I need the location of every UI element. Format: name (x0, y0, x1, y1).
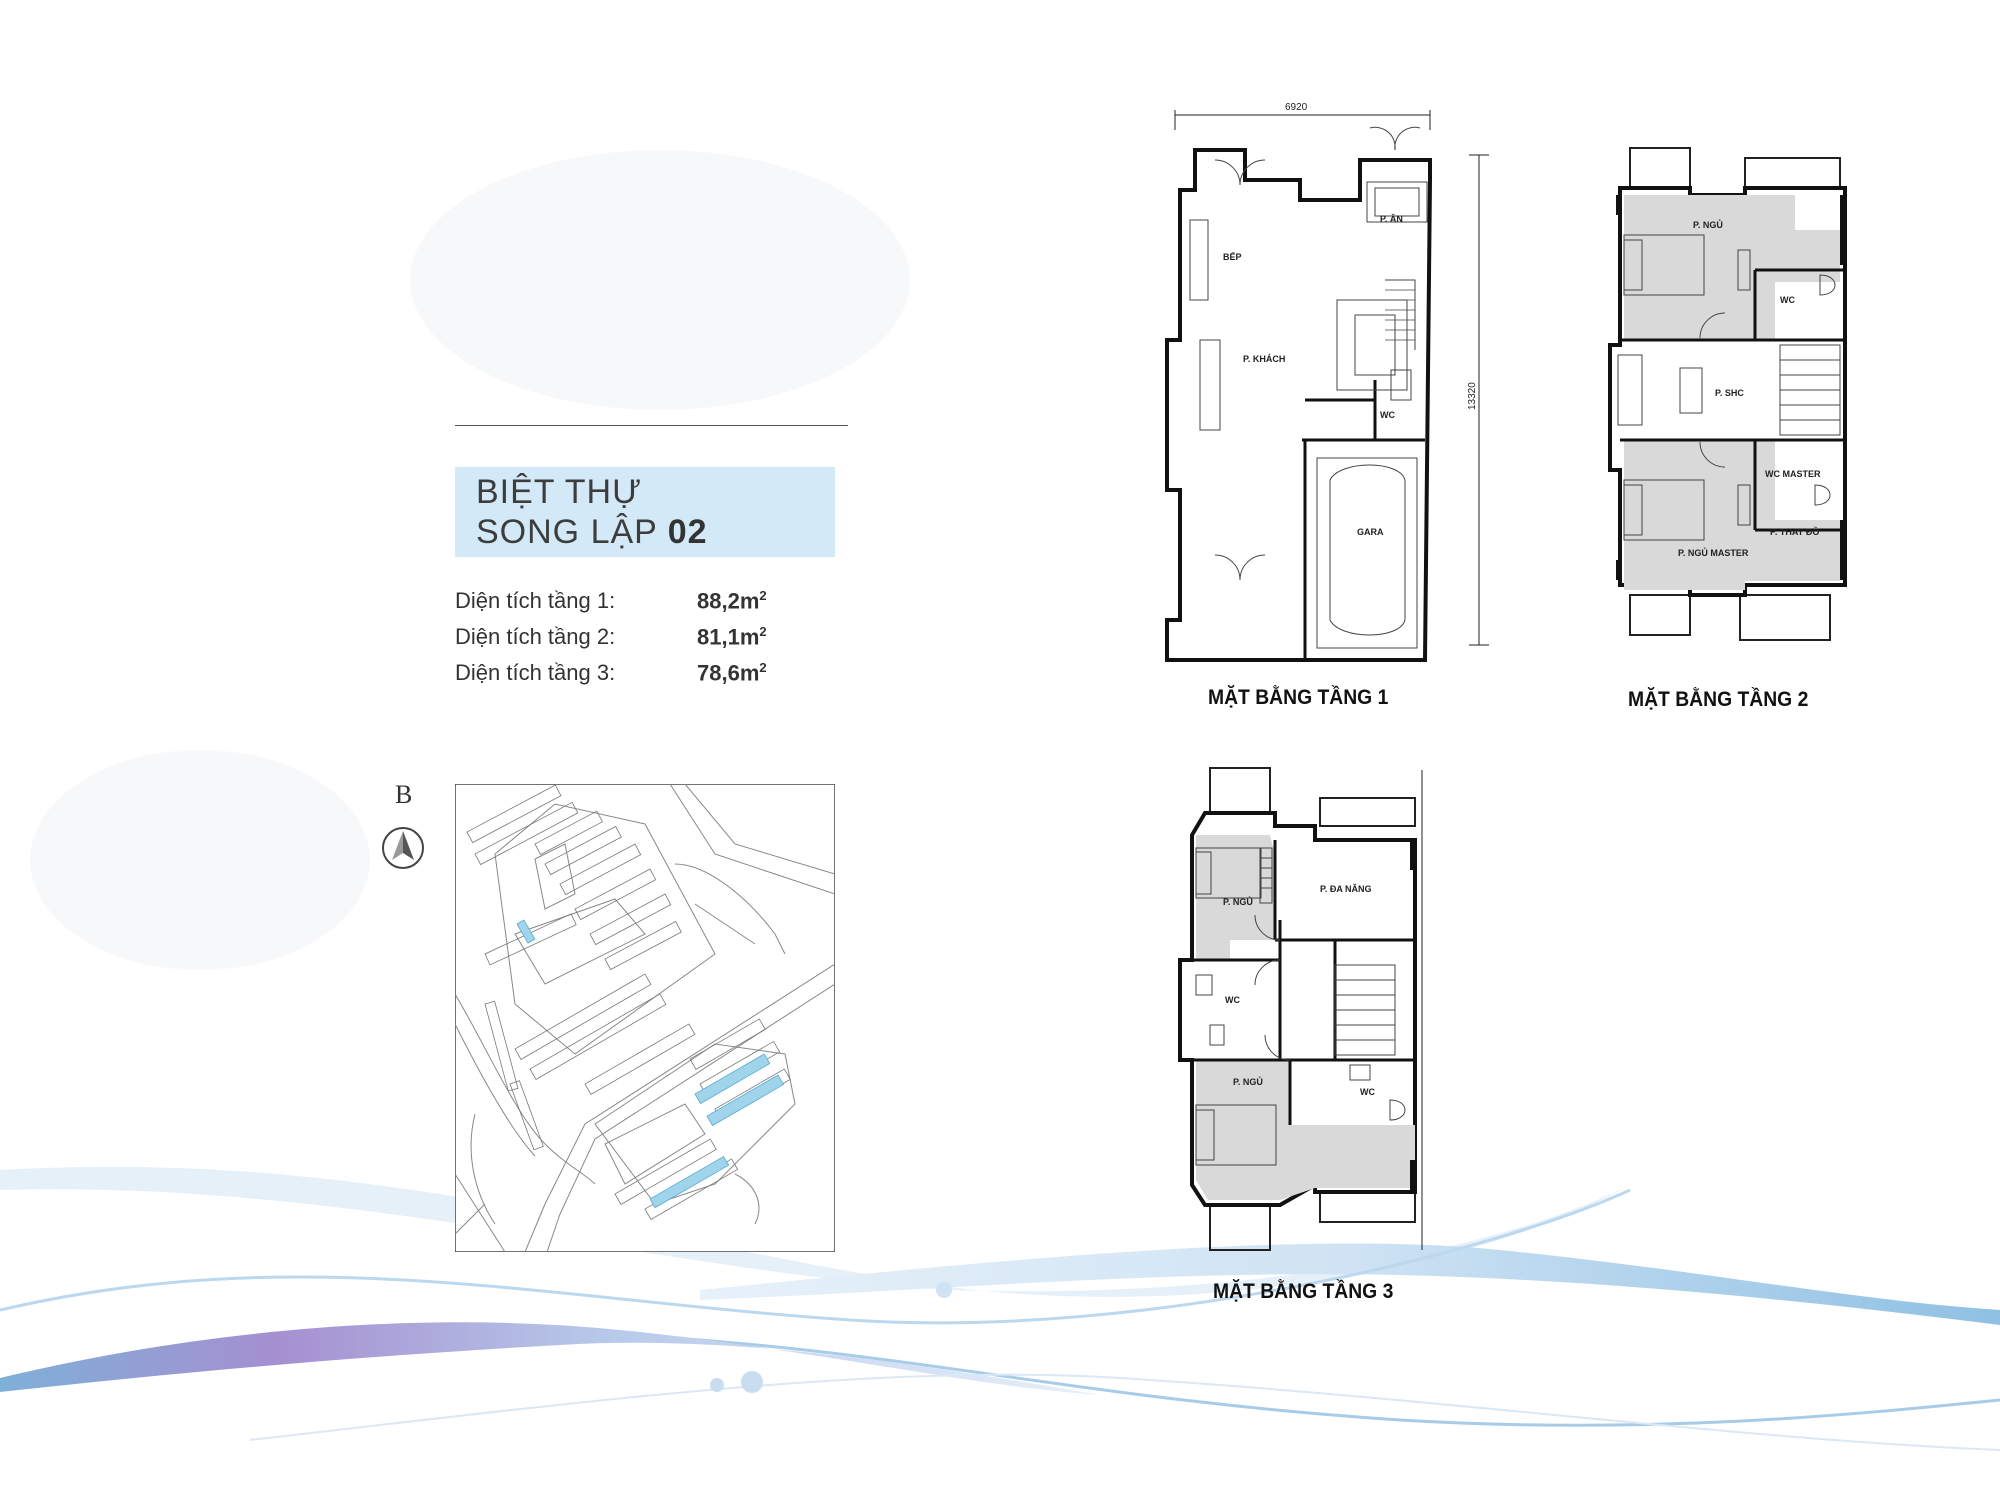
area-value-floor-2: 81,1m2 (697, 624, 767, 650)
area-label-floor-1: Diện tích tầng 1: (455, 588, 616, 613)
room-master-label: P. NGỦ MASTER (1678, 547, 1749, 558)
room-kitchen-label: BẾP (1223, 252, 1242, 262)
room-wc-2-label: WC (1360, 1087, 1375, 1097)
north-letter: B (395, 780, 413, 809)
room-bed-label: P. NGỦ (1693, 219, 1723, 230)
room-wc-1-label: WC (1225, 995, 1240, 1005)
room-multi-label: P. ĐA NĂNG (1320, 884, 1372, 894)
background-cloud (30, 750, 370, 970)
wave-band (0, 1166, 1630, 1297)
floor-1-caption: MẶT BẰNG TẦNG 1 (1208, 686, 1389, 709)
north-arrow-icon (382, 827, 424, 869)
room-wc-master-label: WC MASTER (1765, 469, 1821, 479)
floor-3-caption: MẶT BẰNG TẦNG 3 (1213, 1280, 1394, 1303)
room-garage-label: GARA (1357, 527, 1384, 537)
area-value-floor-3: 78,6m2 (697, 660, 767, 686)
wave-line (0, 1188, 1631, 1325)
wave-line (249, 1373, 2000, 1451)
room-dress-label: P. THAY ĐỒ (1770, 526, 1819, 537)
wave-band (700, 1243, 2000, 1325)
floor-2-caption: MẶT BẰNG TẦNG 2 (1628, 688, 1809, 711)
room-wc-label: WC (1380, 410, 1395, 420)
title-text: SONG LẬP (476, 513, 658, 551)
dim-width: 6920 (1285, 102, 1308, 113)
highlighted-lots (516, 919, 785, 1209)
wave-dot (741, 1371, 763, 1393)
site-plan-map (455, 784, 835, 1252)
wave-band (0, 1322, 1100, 1395)
floor-plan-1: 6920 13320 P. ĂN BẾP P. KHÁCH WC GARA (1165, 102, 1489, 662)
lot-rows (466, 784, 791, 1220)
room-wc-label: WC (1780, 295, 1795, 305)
area-label-floor-2: Diện tích tầng 2: (455, 624, 616, 649)
area-label-floor-3: Diện tích tầng 3: (455, 660, 616, 685)
dim-height: 13320 (1467, 382, 1478, 410)
room-dining-label: P. ĂN (1380, 214, 1403, 224)
floor-plan-3: P. NGỦ P. ĐA NĂNG WC P. NGỦ WC (1178, 767, 1423, 1251)
room-bed-1-label: P. NGỦ (1223, 896, 1253, 907)
wave-dot (936, 1282, 952, 1298)
title-line-1: BIỆT THỰ (476, 473, 643, 511)
title-box: BIỆT THỰ SONG LẬP 02 (455, 467, 835, 557)
area-value-floor-1: 88,2m2 (697, 588, 767, 614)
title-divider (455, 425, 848, 426)
room-living-label: P. KHÁCH (1243, 354, 1285, 364)
room-bed-2-label: P. NGỦ (1233, 1076, 1263, 1087)
title-number: 02 (667, 513, 708, 551)
room-family-label: P. SHC (1715, 388, 1744, 398)
wave-dot (710, 1378, 724, 1392)
floor-plan-2: P. NGỦ WC P. SHC WC MASTER P. THAY ĐỒ P.… (1608, 147, 1847, 641)
title-line-2: SONG LẬP 02 (476, 513, 708, 552)
background-cloud (410, 150, 910, 410)
